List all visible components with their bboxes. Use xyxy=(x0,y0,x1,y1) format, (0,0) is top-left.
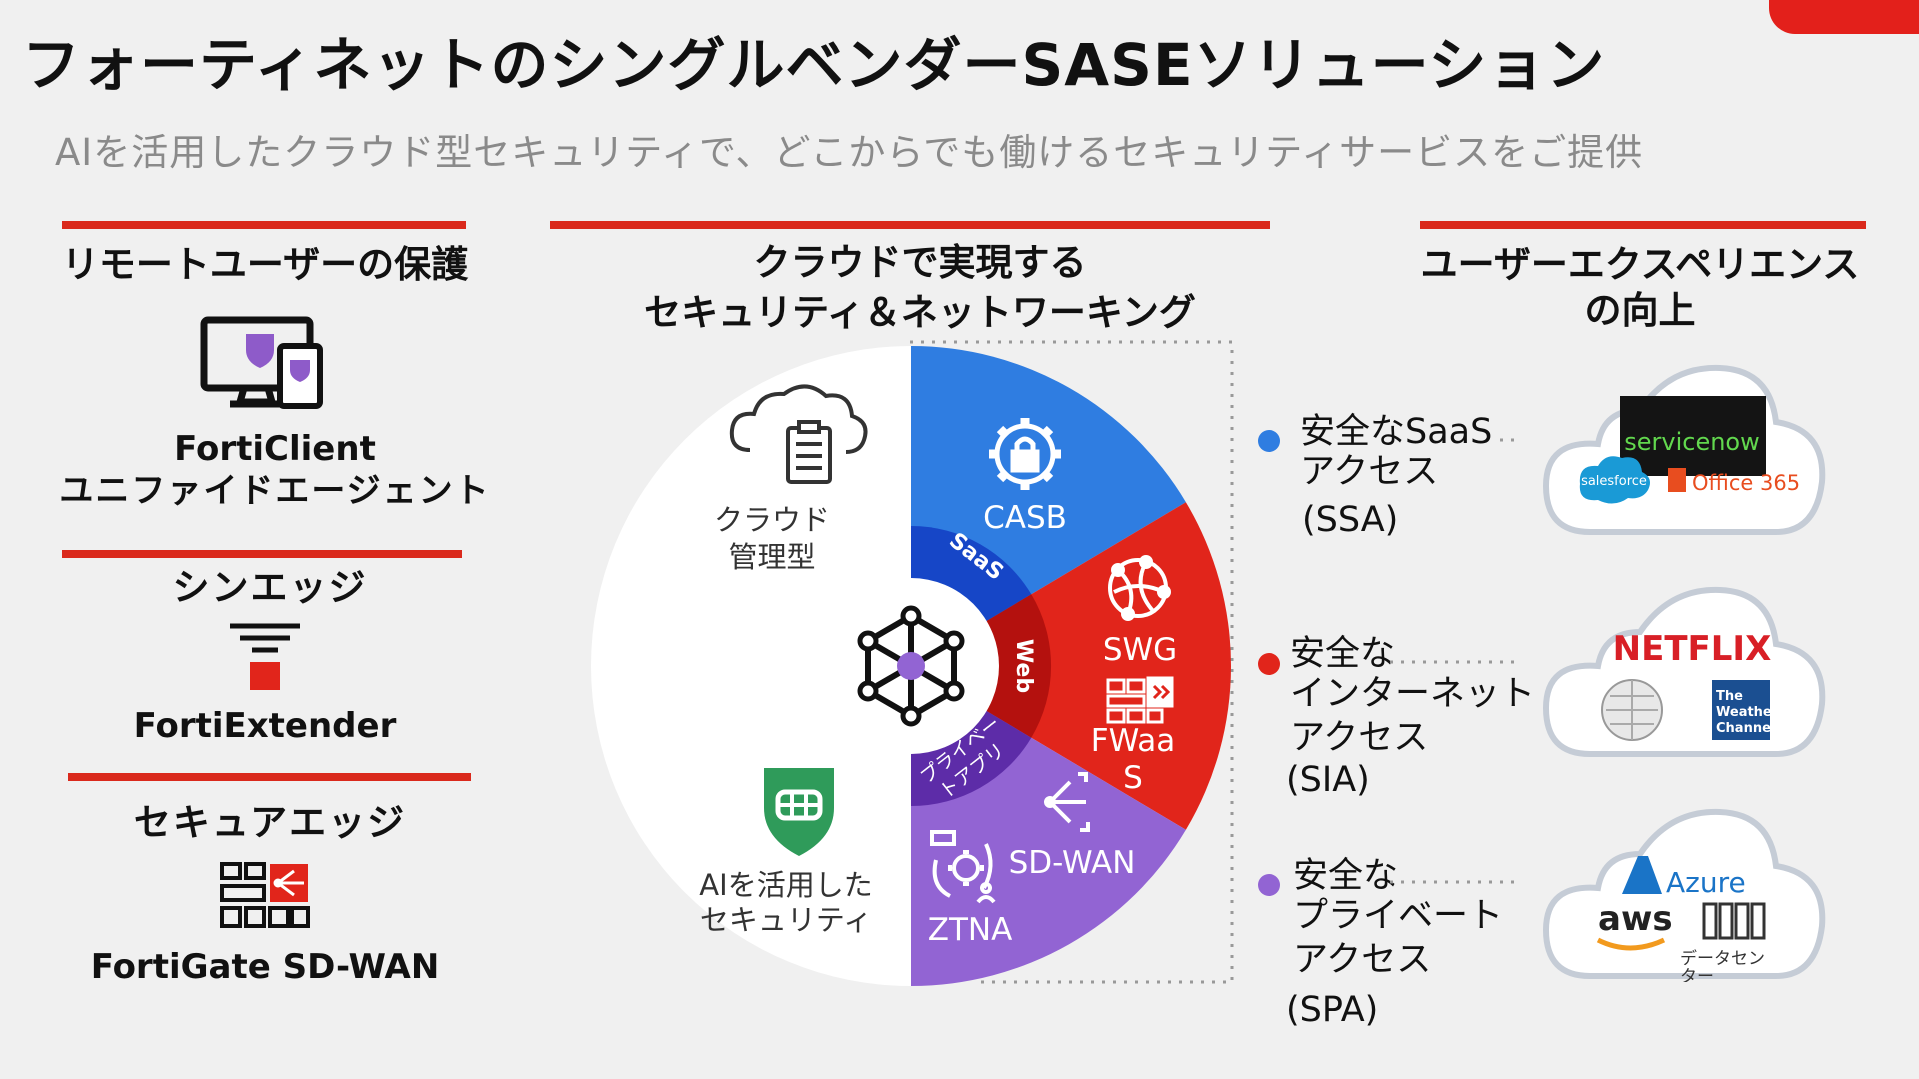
thin-edge-label: シンエッジ xyxy=(172,566,368,609)
spa-line2: プライベート xyxy=(1293,896,1504,936)
sia-line3: アクセス xyxy=(1290,718,1429,758)
cloud-managed-label-1: クラウド xyxy=(714,503,830,537)
saas-apps-cloud: servicenow salesforce Office 365 xyxy=(1542,364,1826,535)
spa-line1: 安全な xyxy=(1293,856,1399,896)
firewall-icon xyxy=(1106,676,1174,724)
ssa-line1: 安全なSaaS xyxy=(1300,412,1493,452)
ai-security-label-2: セキュリティ xyxy=(700,903,872,937)
ssa-bullet xyxy=(1258,430,1280,452)
center-heading-line1: クラウドで実現する xyxy=(753,241,1087,284)
internet-apps-cloud: NETFLIX The Weather Channel xyxy=(1542,586,1826,757)
forticlient-name: FortiClient xyxy=(174,429,376,469)
ztna-gear-user-icon xyxy=(930,830,996,904)
swg-segment xyxy=(911,502,1232,830)
fwaas-label-2: S xyxy=(1123,760,1143,796)
svg-text:The: The xyxy=(1716,689,1743,704)
managed-half xyxy=(591,346,911,986)
office-text: Office 365 xyxy=(1692,471,1800,495)
azure-logo xyxy=(1622,856,1662,894)
ai-shield-icon xyxy=(764,768,834,856)
datacenter-label-1: データセン xyxy=(1680,948,1765,969)
datacenter-label-2: ター xyxy=(1680,967,1714,982)
fortigate-icon xyxy=(220,862,310,928)
corner-accent xyxy=(1769,0,1919,34)
ztna-label: ZTNA xyxy=(928,912,1013,948)
svg-text:Channel: Channel xyxy=(1716,721,1775,736)
sdwan-label: SD-WAN xyxy=(1009,845,1136,881)
sia-line1: 安全な xyxy=(1290,634,1396,674)
page-subtitle: AIを活用したクラウド型セキュリティで、どこからでも働けるセキュリティサービスを… xyxy=(55,131,1644,174)
left-rule-2 xyxy=(62,550,462,558)
servicenow-text: servicenow xyxy=(1624,428,1760,456)
left-heading: リモートユーザーの保護 xyxy=(61,243,469,286)
ssa-line2: アクセス xyxy=(1300,452,1439,492)
web-label: Web xyxy=(1011,639,1036,693)
fortiextender-icon xyxy=(230,623,300,690)
spa-bullet xyxy=(1258,874,1280,896)
sdwan-icon xyxy=(1044,772,1090,832)
fwaas-label-1: FWaa xyxy=(1091,723,1176,759)
left-top-rule xyxy=(62,221,466,229)
sia-bullet xyxy=(1258,653,1280,675)
salesforce-text: salesforce xyxy=(1581,474,1647,489)
ssa-line3: (SSA) xyxy=(1302,500,1399,540)
salesforce-logo xyxy=(1579,456,1650,504)
cloud-managed-label-2: 管理型 xyxy=(728,540,815,574)
right-top-rule xyxy=(1420,221,1866,229)
aws-logo: aws xyxy=(1598,899,1673,939)
right-heading-line2: の向上 xyxy=(1584,289,1696,332)
access-connectors xyxy=(1390,438,1516,884)
secure-edge-label: セキュアエッジ xyxy=(133,801,407,844)
sia-line2: インターネット xyxy=(1290,674,1536,714)
azure-text: Azure xyxy=(1666,866,1746,899)
globe-icon xyxy=(1108,555,1171,621)
right-heading-line1: ユーザーエクスペリエンス xyxy=(1420,243,1860,286)
spa-line3: アクセス xyxy=(1293,940,1432,980)
weather-channel-logo xyxy=(1712,680,1770,740)
servicenow-logo xyxy=(1620,396,1766,476)
private-apps-cloud: Azure aws データセン ター xyxy=(1542,808,1826,982)
sia-line4: (SIA) xyxy=(1286,760,1370,800)
ai-security-label-1: AIを活用した xyxy=(699,868,872,902)
security-wheel-diagram: CASB SWG FWaa S SD-WAN ZTNA SaaS Web プライ… xyxy=(591,340,1234,986)
fortigate-name: FortiGate SD-WAN xyxy=(90,947,440,987)
spa-line4: (SPA) xyxy=(1286,990,1379,1030)
center-heading-line2: セキュリティ＆ネットワーキング xyxy=(644,291,1196,334)
page-title: フォーティネットのシングルベンダーSASEソリューション xyxy=(22,31,1606,99)
forticlient-subname: ユニファイドエージェント xyxy=(59,471,491,511)
netflix-logo: NETFLIX xyxy=(1613,629,1772,669)
office-icon xyxy=(1668,468,1686,492)
monitor-tablet-icon xyxy=(200,316,323,409)
gear-lock-icon xyxy=(989,418,1061,490)
cloud-clipboard-icon xyxy=(729,384,868,484)
casb-label: CASB xyxy=(983,500,1067,536)
center-top-rule xyxy=(550,221,1270,229)
datacenter-icon xyxy=(1702,902,1766,940)
svg-text:Weather: Weather xyxy=(1716,705,1779,720)
fortiextender-name: FortiExtender xyxy=(133,706,397,746)
swg-label: SWG xyxy=(1103,632,1177,668)
left-rule-3 xyxy=(68,773,471,781)
